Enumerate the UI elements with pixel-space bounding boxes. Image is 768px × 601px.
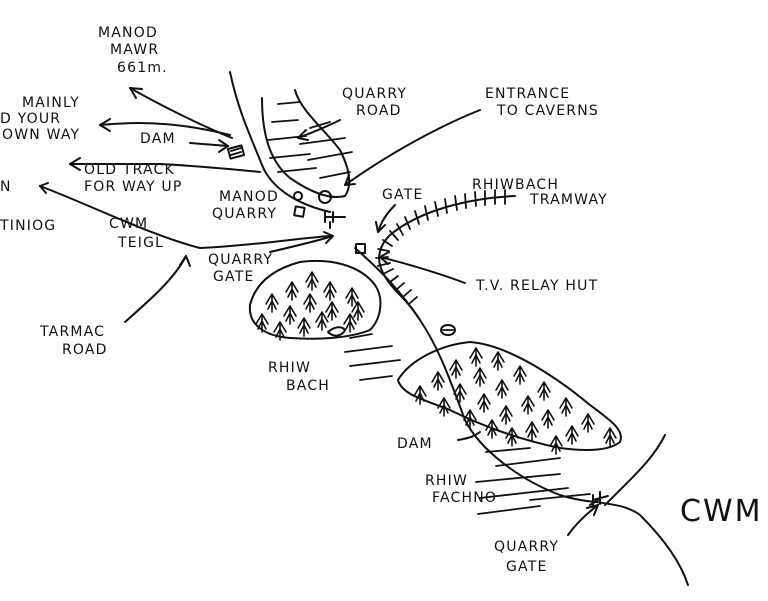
- label-manod-mawr-2: MAWR: [110, 42, 159, 58]
- map-labels: MANOD MAWR 661m. MAINLY D YOUR OWN WAY D…: [0, 25, 763, 575]
- label-quarry-gate-bottom-2: GATE: [506, 559, 548, 575]
- label-manod-mawr: MANOD: [98, 25, 158, 41]
- label-gate: GATE: [382, 187, 424, 203]
- label-cwm-teigl-1: CWM: [109, 216, 148, 232]
- hatching: [267, 101, 591, 515]
- label-dam-top: DAM: [140, 131, 176, 147]
- label-cwm-teigl-2: TEIGL: [117, 235, 164, 251]
- label-rhiwbach-tramway-2: TRAMWAY: [529, 192, 608, 208]
- forest-left: [248, 259, 382, 341]
- label-left-tiniog: TINIOG: [0, 218, 56, 234]
- label-manod-quarry-2: QUARRY: [212, 206, 277, 222]
- label-manod-mawr-height: 661m.: [117, 60, 168, 76]
- label-mainly-3: OWN WAY: [2, 127, 80, 143]
- tramway: [375, 189, 516, 321]
- label-rhiwbach-tramway-1: RHIWBACH: [472, 177, 559, 193]
- label-tarmac-road-1: TARMAC: [39, 324, 105, 340]
- label-dam-bottom: DAM: [397, 436, 433, 452]
- label-rhiw-fachno-1: RHIW: [425, 473, 468, 489]
- quarry-features: [226, 144, 609, 508]
- label-rhiw-fachno-2: FACHNO: [432, 490, 497, 506]
- label-old-track-2: FOR WAY UP: [84, 179, 183, 195]
- label-cwm: CWM: [680, 494, 763, 529]
- label-rhiw-bach-1: RHIW: [268, 360, 311, 376]
- label-old-track-1: OLD TRACK: [84, 162, 175, 178]
- roads: [39, 71, 689, 586]
- label-left-n: N: [0, 179, 12, 195]
- label-entrance-1: ENTRANCE: [485, 86, 570, 102]
- label-quarry-gate-top-1: QUARRY: [208, 252, 273, 268]
- label-tv-relay-hut: T.V. RELAY HUT: [475, 278, 598, 294]
- label-quarry-road-1: QUARRY: [342, 86, 407, 102]
- label-quarry-road-2: ROAD: [356, 103, 402, 119]
- label-manod-quarry-1: MANOD: [219, 189, 279, 205]
- label-quarry-gate-bottom-1: QUARRY: [494, 539, 559, 555]
- label-mainly-2: D YOUR: [0, 111, 61, 127]
- forest-right: [397, 341, 622, 455]
- label-quarry-gate-top-2: GATE: [213, 269, 255, 285]
- label-mainly-1: MAINLY: [22, 95, 80, 111]
- label-entrance-2: TO CAVERNS: [496, 103, 599, 119]
- label-tarmac-road-2: ROAD: [62, 342, 108, 358]
- label-rhiw-bach-2: BACH: [286, 378, 330, 394]
- arrows: [39, 87, 599, 536]
